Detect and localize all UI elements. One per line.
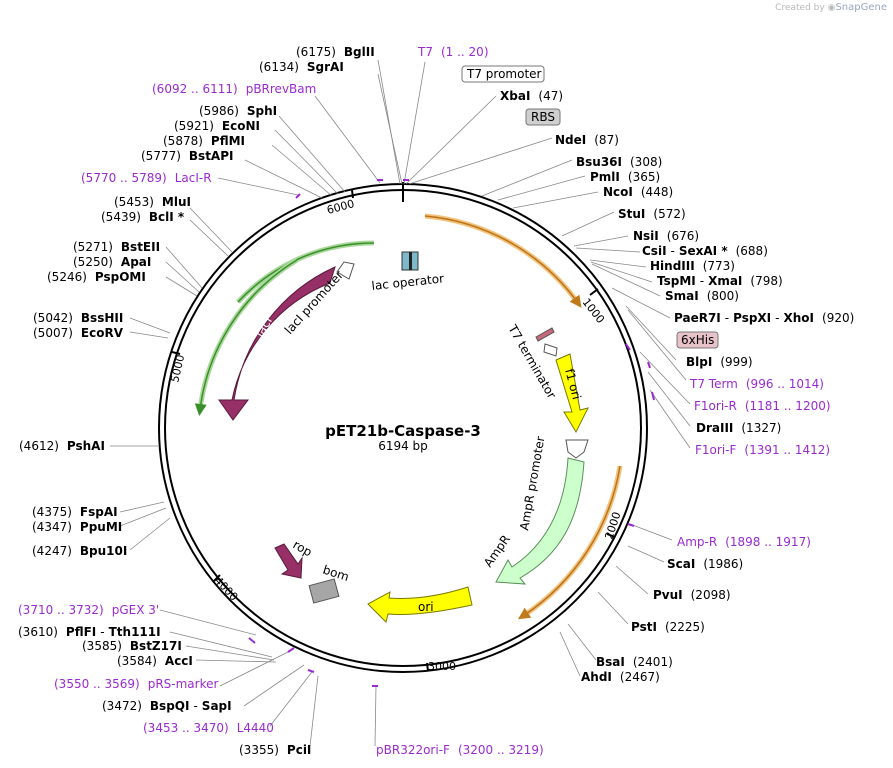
label-bglii: (6175)BglII <box>296 45 375 59</box>
plasmid-size: 6194 bp <box>378 439 428 453</box>
ori-label: ori <box>418 600 434 614</box>
label-prs-marker: (3550 .. 3569)pRS-marker <box>54 677 218 691</box>
t7-promoter-box <box>461 65 545 83</box>
label-f1ori-f: F1ori-F(1391 .. 1412) <box>695 443 830 457</box>
label-fspai: (4375)FspAI <box>32 505 118 519</box>
label-xbai: XbaI(47) <box>500 89 563 103</box>
label-bpu10i: (4247)Bpu10I <box>32 544 127 558</box>
label-psti: PstI(2225) <box>631 620 705 634</box>
label-pgex3: (3710 .. 3732)pGEX 3' <box>18 603 159 617</box>
label-amp-r: Amp-R(1898 .. 1917) <box>677 535 811 549</box>
bom-box <box>308 578 340 604</box>
rop-arrow <box>274 543 303 579</box>
label-sgrai: (6134)SgrAI <box>259 60 344 74</box>
label-tspmi: TspMI-XmaI(798) <box>657 274 783 288</box>
left-labels: (6175)BglII (6134)SgrAI (6092 .. 6111)pB… <box>18 45 375 757</box>
label-smai: SmaI(800) <box>665 289 739 303</box>
label-paer7i: PaeR7I-PspXI-XhoI(920) <box>674 311 854 325</box>
label-csii: CsiI-SexAI *(688) <box>642 244 768 258</box>
orf-arcs <box>194 213 623 620</box>
rop-label: rop <box>291 537 315 559</box>
tick-marks <box>171 189 616 672</box>
tick-6000: 6000 <box>325 197 355 217</box>
label-mlui: (5453)MluI <box>114 195 191 209</box>
tick-5000: 5000 <box>168 353 187 383</box>
label-nsii: NsiI(676) <box>633 229 699 243</box>
label-ecorv: (5007)EcoRV <box>33 326 124 340</box>
tick-3000: 3000 <box>428 660 456 673</box>
label-pmli: PmlI(365) <box>590 170 660 184</box>
label-draiii: DraIII(1327) <box>696 421 781 435</box>
label-acci: (3584)AccI <box>117 654 193 668</box>
primer-marks <box>248 179 655 687</box>
label-ahdi: AhdI(2467) <box>581 670 660 684</box>
label-bsai: BsaI(2401) <box>596 655 673 669</box>
label-t7-term: T7 Term(996 .. 1014) <box>689 377 824 391</box>
t7-promoter-label: T7 promoter <box>466 67 542 81</box>
label-f1ori-r: F1ori-R(1181 .. 1200) <box>694 399 831 413</box>
label-econi: (5921)EcoNI <box>174 119 260 133</box>
6xhis-label: 6xHis <box>681 333 714 347</box>
label-t7: T7(1 .. 20) <box>417 45 489 59</box>
ori-arrow <box>367 586 473 623</box>
label-bstapi: (5777)BstAPI <box>141 149 233 163</box>
label-apai: (5250)ApaI <box>73 255 151 269</box>
snapgene-logo-icon: ◉ <box>827 3 836 13</box>
label-bsshii: (5042)BssHII <box>33 311 123 325</box>
laci-promoter-arrow <box>336 261 355 280</box>
t7-terminator-arrow <box>535 327 555 342</box>
label-bsteii: (5271)BstEII <box>73 240 160 254</box>
feature-boxes: T7 promoter RBS 6xHis <box>461 65 719 349</box>
label-pcii: (3355)PciI <box>239 743 311 757</box>
label-hindiii: HindIII(773) <box>650 259 735 273</box>
label-laci-r: (5770 .. 5789)LacI-R <box>81 171 212 185</box>
label-pbrrevbam: (6092 .. 6111)pBRrevBam <box>152 82 316 96</box>
label-ppumi: (4347)PpuMI <box>32 520 122 534</box>
ampr-promoter-label: AmpR promoter <box>517 435 547 531</box>
label-bspqi: (3472)BspQI-SapI <box>102 699 232 713</box>
laci-feature-arrow <box>218 266 336 421</box>
label-pflfi: (3610)PflFI-Tth111I <box>18 625 161 639</box>
label-scai: ScaI(1986) <box>667 557 743 571</box>
ampr-arrow <box>495 457 585 585</box>
label-sphi: (5986)SphI <box>199 104 277 118</box>
f1-ori-arrow <box>555 353 589 434</box>
label-pspomi: (5246)PspOMI <box>47 270 146 284</box>
label-pshai: (4612)PshAI <box>19 439 105 453</box>
label-l4440: (3453 .. 3470)L4440 <box>143 721 274 735</box>
plasmid-name: pET21b-Caspase-3 <box>325 422 481 440</box>
snapgene-credit: Created by ◉SnapGene <box>775 2 887 13</box>
label-stui: StuI(572) <box>618 207 686 221</box>
label-ndei: NdeI(87) <box>555 133 619 147</box>
right-labels: T7(1 .. 20) XbaI(47) NdeI(87) Bsu36I(308… <box>376 45 854 757</box>
label-bstz17i: (3585)BstZ17I <box>82 639 182 653</box>
label-pvui: PvuI(2098) <box>653 588 731 602</box>
rbs-label: RBS <box>531 110 555 124</box>
orf-arc-top-right <box>424 213 581 305</box>
lac-operator-label: lac operator <box>371 271 445 293</box>
label-pbr322ori-f: pBR322ori-F(3200 .. 3219) <box>376 743 544 757</box>
label-bcli: (5439)BclI * <box>101 210 185 224</box>
6xhis-box <box>676 331 719 349</box>
label-pflmi: (5878)PflMI <box>163 134 245 148</box>
label-blpi: BlpI(999) <box>686 355 753 369</box>
leader-lines <box>110 59 691 747</box>
label-bsu36i: Bsu36I(308) <box>576 155 662 169</box>
tick-4000: 4000 <box>212 574 241 603</box>
label-ncoi: NcoI(448) <box>603 185 673 199</box>
rbs-box <box>525 108 561 126</box>
